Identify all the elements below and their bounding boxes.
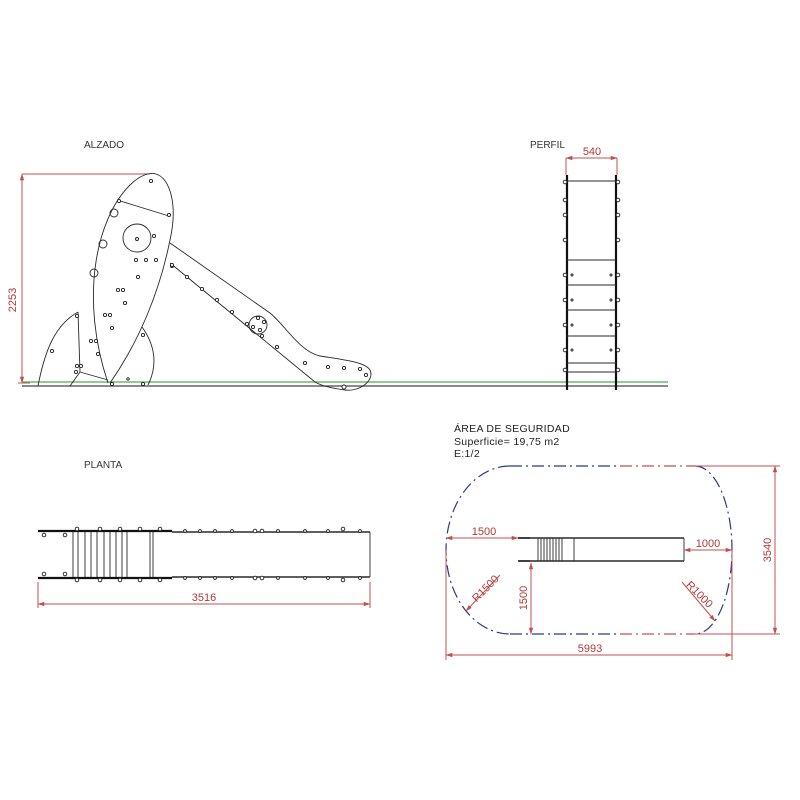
- svg-text:3540: 3540: [762, 538, 774, 562]
- safety-dim-right-1000: 1000: [683, 538, 733, 553]
- svg-text:540: 540: [583, 146, 601, 158]
- safety-dim-radius-1500: R1500: [465, 573, 502, 612]
- planta-length-dimension: 3516: [37, 582, 371, 608]
- safety-dim-total-length: 5993: [445, 550, 733, 660]
- perfil-width-dimension: 540: [565, 146, 618, 175]
- safety-area-scale: E:1/2: [454, 448, 480, 460]
- svg-text:2253: 2253: [7, 288, 19, 312]
- safety-dim-vertical-1500: 1500: [518, 562, 534, 635]
- alzado-view: ALZADO 2253: [7, 140, 668, 391]
- ladder-profile: [562, 175, 621, 390]
- slide-plan: [38, 526, 371, 583]
- svg-text:R1500: R1500: [470, 573, 501, 604]
- perfil-view: PERFIL 540: [530, 140, 621, 390]
- perfil-title: PERFIL: [530, 140, 565, 151]
- svg-text:1000: 1000: [696, 538, 720, 550]
- svg-text:3516: 3516: [192, 592, 216, 604]
- safety-slide-plan: [518, 537, 685, 562]
- safety-zone-outline-left: [445, 465, 620, 635]
- svg-text:1500: 1500: [518, 586, 530, 610]
- safety-area-view: ÁREA DE SEGURIDAD Superficie= 19,75 m2 E…: [445, 422, 780, 660]
- rocket-slide-elevation: [37, 173, 372, 391]
- svg-text:1500: 1500: [472, 526, 496, 538]
- svg-text:R1000: R1000: [683, 579, 714, 610]
- safety-dim-left-1500: 1500: [445, 526, 519, 541]
- safety-dim-total-width: 3540: [695, 465, 780, 635]
- svg-text:5993: 5993: [578, 643, 602, 655]
- safety-area-surface: Superficie= 19,75 m2: [454, 436, 560, 448]
- planta-title: PLANTA: [84, 460, 122, 471]
- safety-area-title: ÁREA DE SEGURIDAD: [454, 422, 570, 435]
- planta-view: PLANTA: [37, 460, 371, 608]
- safety-dim-radius-1000: R1000: [681, 579, 716, 622]
- alzado-title: ALZADO: [84, 140, 124, 151]
- alzado-height-dimension: 2253: [7, 173, 150, 384]
